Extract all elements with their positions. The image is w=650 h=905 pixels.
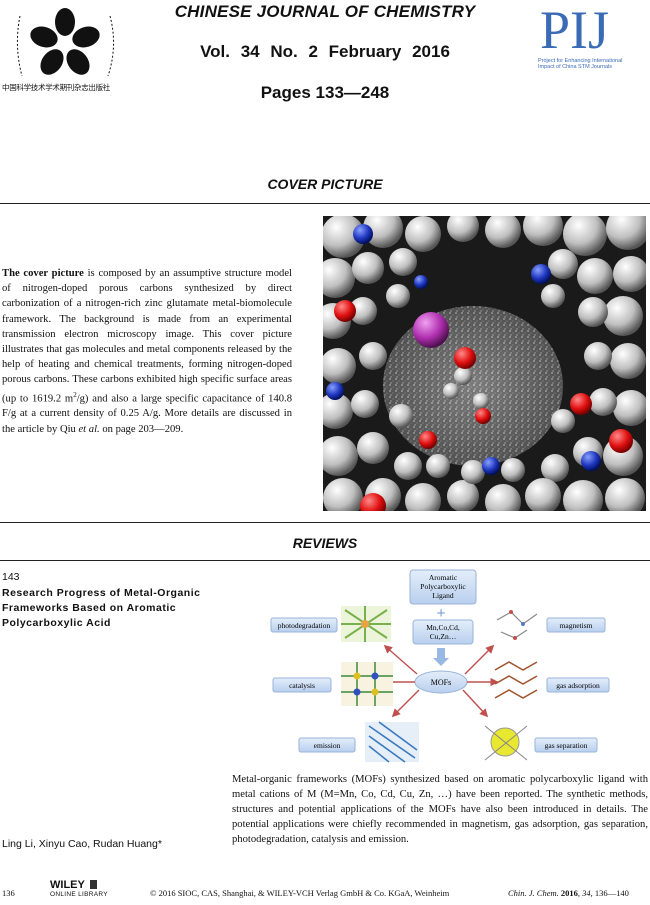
divider: [0, 560, 650, 561]
structure-photodegradation: [341, 606, 391, 642]
application-arrows: [381, 644, 499, 718]
article-page-number: 143: [2, 571, 20, 583]
copyright-notice: © 2016 SIOC, CAS, Shanghai, & WILEY-VCH …: [150, 888, 450, 898]
svg-text:catalysis: catalysis: [289, 681, 315, 690]
cover-picture-image: [323, 216, 646, 511]
svg-text:Ligand: Ligand: [432, 591, 453, 600]
structure-gas-separation: [484, 725, 528, 761]
structure-catalysis: [341, 662, 393, 706]
down-arrow-icon: [433, 648, 449, 666]
svg-text:Polycarboxylic: Polycarboxylic: [420, 582, 466, 591]
plus-sign: +: [436, 605, 445, 622]
svg-text:gas adsorption: gas adsorption: [556, 681, 600, 690]
app-photodegradation: photodegradation: [270, 617, 338, 633]
structure-magnetism: [496, 610, 538, 640]
svg-text:photodegradation: photodegradation: [278, 621, 331, 630]
wiley-online-library-logo[interactable]: WILEY ONLINE LIBRARY: [50, 879, 108, 899]
toc-graphic: Aromatic Polycarboxylic Ligand + Mn,Co,C…: [270, 569, 610, 763]
app-gas-adsorption: gas adsorption: [546, 677, 610, 693]
article-abstract: Metal-organic frameworks (MOFs) synthesi…: [232, 774, 648, 845]
pij-logo: PIJ: [540, 0, 609, 60]
structure-gas-adsorption: [494, 661, 538, 699]
svg-text:Cu,Zn…: Cu,Zn…: [430, 632, 456, 641]
book-icon: [89, 880, 97, 889]
svg-text:emission: emission: [314, 741, 341, 750]
footer-page-number: 136: [2, 888, 15, 898]
app-catalysis: catalysis: [272, 677, 332, 693]
structure-emission: [365, 721, 419, 763]
article-title[interactable]: Research Progress of Metal-Organic Frame…: [2, 587, 201, 629]
article-authors: Ling Li, Xinyu Cao, Rudan Huang*: [2, 838, 162, 850]
cover-section-title: COVER PICTURE: [267, 176, 383, 192]
logo-caption: 中国科学技术学术期刊杂志出版社: [2, 83, 110, 92]
citation: Chin. J. Chem. 2016, 34, 136—140: [508, 888, 629, 898]
reviews-section-title: REVIEWS: [292, 535, 358, 551]
svg-text:Mn,Co,Cd,: Mn,Co,Cd,: [426, 623, 460, 632]
app-emission: emission: [298, 737, 356, 753]
journal-title: CHINESE JOURNAL OF CHEMISTRY: [174, 2, 476, 21]
divider: [0, 522, 650, 523]
svg-text:gas separation: gas separation: [545, 741, 588, 750]
metals-box: Mn,Co,Cd, Cu,Zn…: [412, 619, 474, 645]
pij-letters: PIJ: [540, 0, 609, 60]
pij-caption: Project for Enhancing International Impa…: [538, 58, 623, 70]
chinese-chemical-society-logo: [16, 8, 114, 77]
divider: [0, 203, 650, 204]
svg-text:MOFs: MOFs: [431, 678, 451, 687]
svg-text:Aromatic: Aromatic: [429, 573, 458, 582]
ligand-box: Aromatic Polycarboxylic Ligand: [409, 569, 477, 605]
svg-text:magnetism: magnetism: [560, 621, 593, 630]
app-magnetism: magnetism: [546, 617, 606, 633]
app-gas-separation: gas separation: [534, 737, 598, 753]
mofs-center: MOFs: [414, 670, 468, 694]
cover-description: The cover picture is composed by an assu…: [2, 268, 292, 435]
page-range: Pages 133—248: [260, 83, 390, 102]
volume-issue-date: Vol. 34 No. 2 February 2016: [200, 42, 450, 61]
